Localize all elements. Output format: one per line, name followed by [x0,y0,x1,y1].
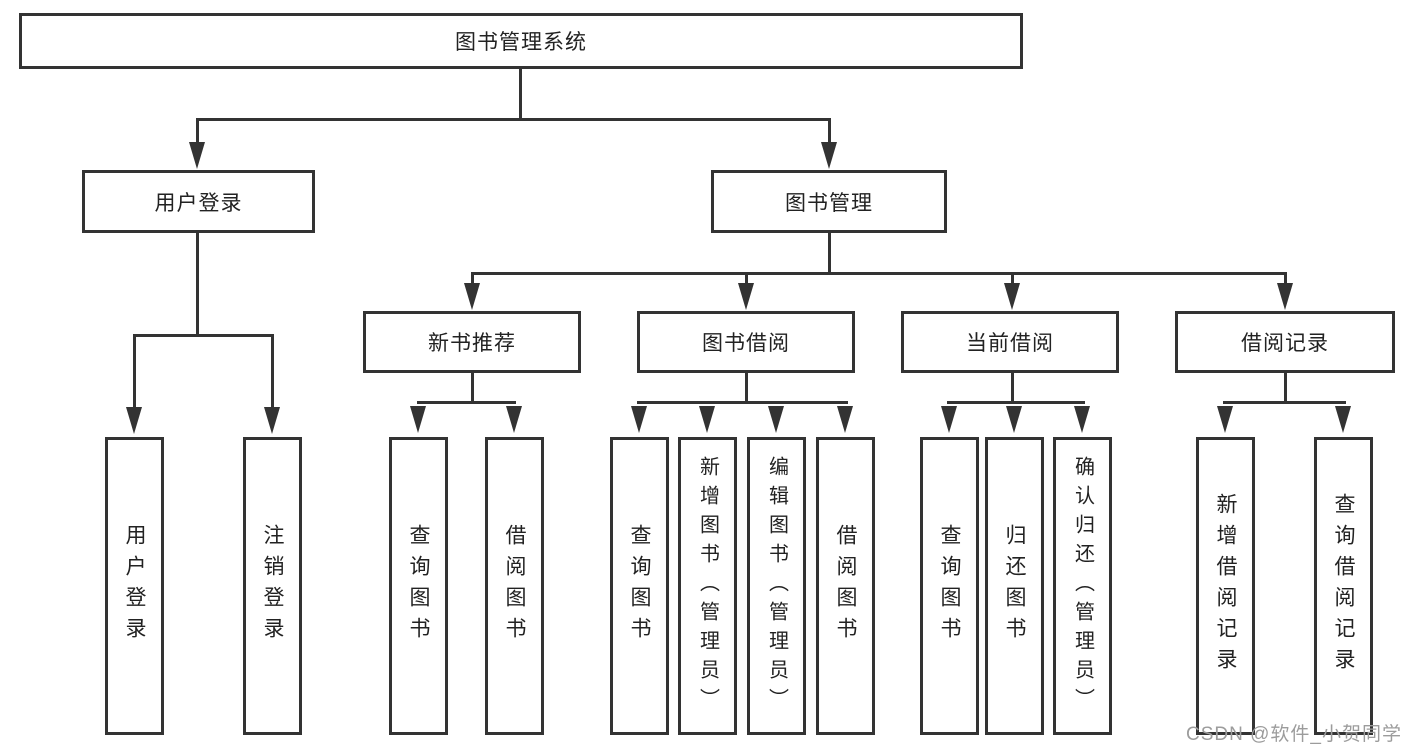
arrowhead-login-leaf [126,407,142,434]
leaf-label: 查询图书 [938,524,961,648]
connector-user-login-stem [196,233,199,336]
arrowhead-query-borrow-record [1335,406,1351,433]
node-user-login: 用户登录 [82,170,315,233]
leaf-borrow-book: 借阅图书 [816,437,875,735]
arrowhead-confirm-return [1074,406,1090,433]
arrowhead-book-borrow [738,283,754,310]
leaf-label: 借阅图书 [834,524,857,648]
arrowhead-borrow-book-1 [506,406,522,433]
arrowhead-borrow-records [1277,283,1293,310]
leaf-label: 查询图书 [628,524,651,648]
connector-borrow-records-stem [1284,373,1287,403]
leaf-label: 新增借阅记录 [1214,493,1237,679]
arrowhead-add-borrow-record [1217,406,1233,433]
connector-level2-bar [196,118,831,121]
leaf-query-book-recommend: 查询图书 [389,437,448,735]
leaf-add-book-admin: 新增图书（管理员） [678,437,737,735]
node-book-borrow: 图书借阅 [637,311,855,373]
leaf-label: 确认归还（管理员） [1071,455,1094,717]
connector-borrow-records-drop [1284,274,1287,286]
leaf-label: 用户登录 [123,524,146,648]
connector-logout-leaf-drop [271,336,274,407]
arrowhead-query-book-3 [941,406,957,433]
leaf-borrow-book-recommend: 借阅图书 [485,437,544,735]
leaf-label: 归还图书 [1003,524,1026,648]
csdn-watermark: CSDN @软件_小贺同学 [1186,724,1402,745]
connector-current-borrow-bar [947,401,1085,404]
leaf-label: 编辑图书（管理员） [765,455,788,717]
connector-new-book-bar [417,401,516,404]
leaf-label: 注销登录 [261,524,284,648]
leaf-query-book-borrow: 查询图书 [610,437,669,735]
connector-book-borrow-drop [745,274,748,286]
leaf-label: 查询图书 [407,524,430,648]
arrowhead-borrow-book-2 [837,406,853,433]
node-label: 新书推荐 [428,332,516,355]
leaf-edit-book-admin: 编辑图书（管理员） [747,437,806,735]
leaf-label: 查询借阅记录 [1332,493,1355,679]
node-label: 图书管理系统 [455,31,587,54]
arrowhead-user-login [189,142,205,169]
node-label: 用户登录 [154,191,243,215]
node-library-management-system: 图书管理系统 [19,13,1023,69]
node-borrow-records: 借阅记录 [1175,311,1395,373]
arrowhead-edit-book [768,406,784,433]
node-book-management: 图书管理 [711,170,947,233]
leaf-query-borrow-record: 查询借阅记录 [1314,437,1373,735]
connector-book-management-drop [828,120,831,144]
connector-level3-bar [471,272,1287,275]
arrowhead-book-management [821,142,837,169]
connector-new-book-stem [471,373,474,403]
leaf-query-book-current: 查询图书 [920,437,979,735]
connector-login-leaf-drop [133,336,136,407]
connector-user-login-bar [133,334,274,337]
connector-book-borrow-stem [745,373,748,403]
node-label: 当前借阅 [966,332,1054,355]
connector-current-borrow-stem [1011,373,1014,403]
arrowhead-current-borrow [1004,283,1020,310]
node-label: 图书管理 [785,191,873,215]
connector-user-login-drop [196,120,199,144]
node-current-borrow: 当前借阅 [901,311,1119,373]
connector-book-management-stem [828,233,831,274]
connector-book-borrow-bar [637,401,848,404]
leaf-label: 借阅图书 [503,524,526,648]
arrowhead-logout-leaf [264,407,280,434]
arrowhead-query-book-2 [631,406,647,433]
leaf-return-book: 归还图书 [985,437,1044,735]
connector-current-borrow-drop [1011,274,1014,286]
node-label: 图书借阅 [702,332,790,355]
node-new-book-recommend: 新书推荐 [363,311,581,373]
connector-root-stem [519,69,522,121]
arrowhead-query-book-1 [410,406,426,433]
arrowhead-return-book [1006,406,1022,433]
connector-new-book-drop [471,274,474,286]
leaf-add-borrow-record: 新增借阅记录 [1196,437,1255,735]
leaf-confirm-return-admin: 确认归还（管理员） [1053,437,1112,735]
node-label: 借阅记录 [1241,332,1329,355]
leaf-label: 新增图书（管理员） [696,455,719,717]
connector-borrow-records-bar [1223,401,1346,404]
arrowhead-add-book [699,406,715,433]
leaf-logout: 注销登录 [243,437,302,735]
leaf-user-login: 用户登录 [105,437,164,735]
arrowhead-new-book [464,283,480,310]
